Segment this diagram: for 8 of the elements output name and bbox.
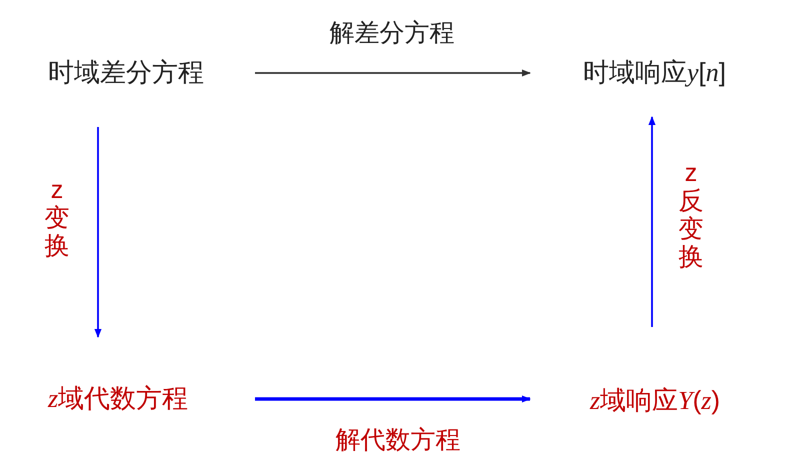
node-label: 时域差分方程 — [48, 57, 204, 87]
arrow — [255, 69, 531, 77]
arrow — [648, 116, 656, 327]
arrow — [255, 395, 531, 403]
node-label: z域代数方程 — [48, 383, 188, 414]
node-label: 时域响应y[n] — [583, 57, 726, 88]
node-label: z域响应Y(z) — [590, 385, 720, 416]
arrow — [94, 127, 102, 338]
